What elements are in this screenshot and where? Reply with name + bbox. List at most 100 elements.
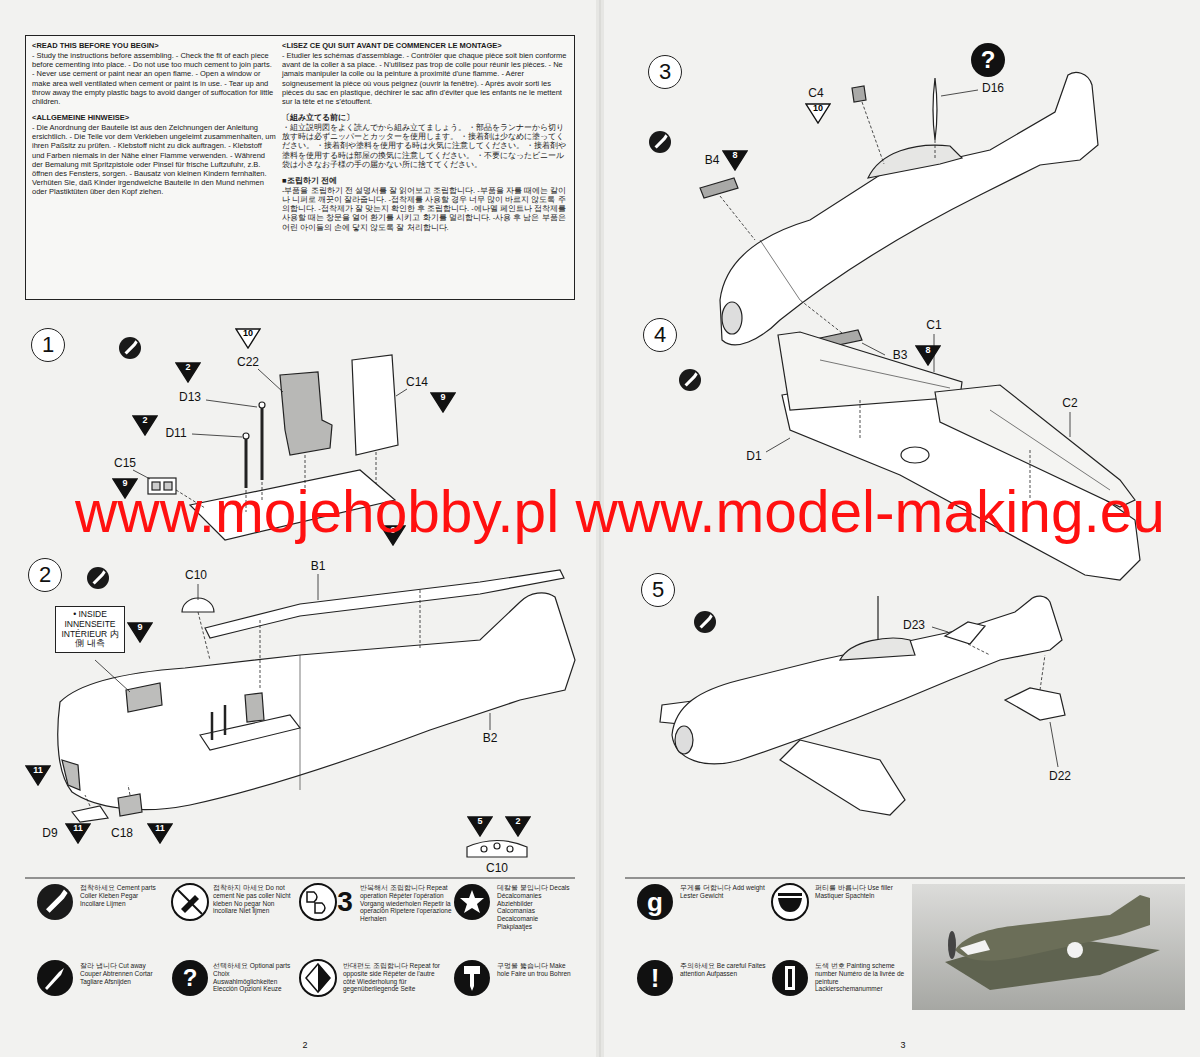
cement-icon xyxy=(119,337,141,359)
airplane xyxy=(945,622,985,644)
step-number: 4 xyxy=(643,318,677,352)
assembly-line xyxy=(720,102,935,333)
legend-icon xyxy=(300,884,336,920)
assembly-line xyxy=(862,102,884,164)
step-number: 3 xyxy=(648,55,682,89)
section-heading: <READ THIS BEFORE YOU BEGIN> xyxy=(32,41,276,50)
fuselage xyxy=(245,693,264,722)
step-number-text: 5 xyxy=(652,579,664,601)
leader-line xyxy=(396,389,407,396)
instruction-box: <READ THIS BEFORE YOU BEGIN>- Study the … xyxy=(25,35,575,300)
wing xyxy=(901,447,929,463)
callout-triangle xyxy=(723,151,747,170)
fuselage xyxy=(211,712,214,740)
assembly-line xyxy=(968,644,990,655)
cockpit-parts xyxy=(261,408,264,480)
assembly-line xyxy=(935,140,936,160)
leader-line xyxy=(862,90,978,355)
model-photo xyxy=(912,884,1185,1010)
legend-icon xyxy=(464,966,480,974)
legend-icon xyxy=(778,893,802,896)
assembly-line xyxy=(260,620,261,690)
assembly-line xyxy=(860,400,861,440)
fuselage xyxy=(467,841,527,858)
legend-text: 반대편도 조립합니다 Repeat for opposite side Répé… xyxy=(343,962,448,993)
legend-icon xyxy=(37,960,73,996)
color-callout: 2 xyxy=(505,816,531,837)
model-photo xyxy=(912,884,1185,1010)
color-callout: 10 xyxy=(235,328,261,349)
color-callout: 10 xyxy=(805,103,831,124)
leader-line xyxy=(932,627,1058,767)
callout-triangle xyxy=(468,817,492,836)
color-callout: 2 xyxy=(132,415,158,436)
section-heading: ■조립하기 전에 xyxy=(282,176,570,185)
color-number: 10 xyxy=(235,329,261,338)
part-name: C15 xyxy=(114,457,136,469)
leader-line xyxy=(133,470,150,479)
fuselage xyxy=(481,846,487,852)
leader-line xyxy=(258,369,283,392)
color-number: 2 xyxy=(505,817,531,826)
inside-note-box: • INSIDE INNENSEITE INTÉRIEUR 内側 내측 xyxy=(55,606,125,653)
fuselage xyxy=(58,593,575,810)
cement-icon xyxy=(87,567,109,589)
part-name: B2 xyxy=(483,732,498,744)
callout-triangle xyxy=(236,329,260,348)
legend-icon xyxy=(637,960,673,996)
fuselage xyxy=(224,705,227,735)
step-number-text: 1 xyxy=(42,334,54,356)
page-number: 2 xyxy=(302,1041,307,1050)
optional-icon xyxy=(971,43,1005,77)
assembly-line xyxy=(420,590,421,650)
part-name: C4 xyxy=(808,87,823,99)
fuselage xyxy=(72,806,108,822)
part-name: D13 xyxy=(179,391,201,403)
part-name: C10 xyxy=(185,569,207,581)
instruction-text: -부품을 조립하기 전 설명서를 잘 읽어보고 조립합니다. -부품을 자를 때… xyxy=(282,186,570,232)
legend-icon xyxy=(772,884,808,920)
leader-line xyxy=(766,438,790,452)
instruction-text: - Etudier les schémas d'assemblage. - Co… xyxy=(282,51,570,106)
color-number: 10 xyxy=(805,104,831,113)
fuselage xyxy=(700,72,1098,348)
rule xyxy=(25,878,575,879)
callout-triangle xyxy=(176,363,200,382)
cockpit-parts xyxy=(259,402,265,408)
airplane xyxy=(660,596,1065,815)
assembly-line xyxy=(85,795,90,806)
part-name: D9 xyxy=(42,827,57,839)
leader-line xyxy=(941,90,978,96)
legend-icon xyxy=(37,884,73,920)
callout-triangle xyxy=(66,824,90,843)
instruction-text: ・組立説明図をよく読んでから組み立てましょう。 ・部品をランナーから切り放す時は… xyxy=(282,123,570,169)
instruction-text: - Study the instructions before assembli… xyxy=(32,51,276,106)
part-name: D11 xyxy=(165,427,186,439)
legend-icon xyxy=(454,884,490,920)
section-heading: <LISEZ CE QUI SUIT AVANT DE COMMENCER LE… xyxy=(282,41,570,50)
legend-icon xyxy=(637,884,673,920)
color-callout: 11 xyxy=(25,765,51,786)
legend-icon xyxy=(307,892,325,913)
assembly-line xyxy=(376,452,377,484)
leader-line xyxy=(1070,412,1071,437)
cement-icon xyxy=(694,611,716,633)
airplane xyxy=(877,596,878,640)
color-callout: 11 xyxy=(147,823,173,844)
legend-icon xyxy=(772,960,808,996)
part-name: C10 xyxy=(486,862,508,874)
part-name: D1 xyxy=(746,450,761,462)
part-name: D16 xyxy=(982,82,1004,94)
leader-line xyxy=(133,369,407,479)
fuselage xyxy=(722,302,742,334)
icon-glyph: ? xyxy=(183,966,198,990)
assembly-line xyxy=(800,300,842,333)
cockpit-parts xyxy=(280,372,332,455)
wing xyxy=(990,410,1110,490)
fuselage xyxy=(507,846,513,852)
rule xyxy=(625,878,1185,879)
airplane xyxy=(1005,688,1065,720)
watermark: www.mojehobby.pl www.model-making.eu xyxy=(75,483,1165,542)
part-name: D23 xyxy=(903,619,925,631)
